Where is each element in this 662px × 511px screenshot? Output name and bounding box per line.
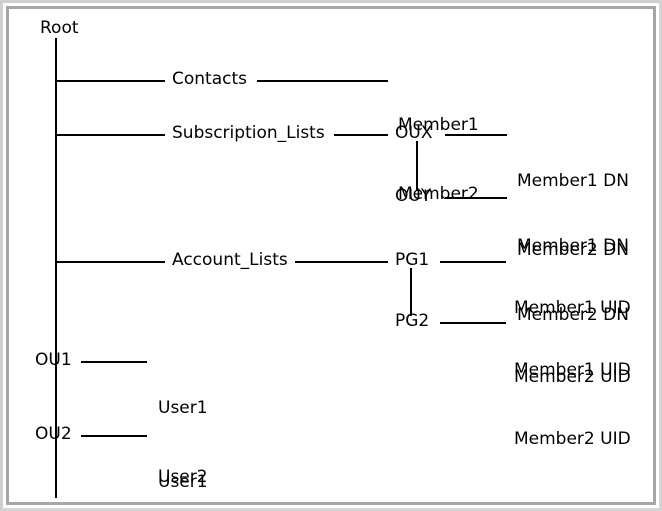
connector-root-to-contacts	[55, 80, 165, 82]
connector-pg1-to-members	[440, 261, 506, 263]
leaf-item: User1	[158, 472, 208, 492]
leaves-contacts: Member1 Member2	[398, 68, 479, 252]
node-contacts[interactable]: Contacts	[172, 69, 247, 89]
connector-ou1-to-users	[81, 361, 147, 363]
connector-root-to-account-lists	[55, 261, 165, 263]
connector-root-to-subscription-lists	[55, 134, 165, 136]
leaf-item: Member2 DN	[517, 240, 629, 260]
connector-subscription-lists-to-oux	[334, 134, 388, 136]
connector-account-lists-to-pg1	[295, 261, 388, 263]
node-pg1[interactable]: PG1	[395, 250, 430, 270]
leaves-pg2: Member1 UID Member2 UID	[514, 313, 631, 497]
root-trunk-line	[55, 38, 57, 498]
node-oux[interactable]: OUX	[395, 123, 433, 143]
node-root[interactable]: Root	[40, 18, 79, 38]
leaf-item: User2	[158, 467, 208, 487]
connector-pg1-to-pg2	[410, 268, 412, 316]
connector-oux-to-members	[445, 134, 507, 136]
node-account-lists[interactable]: Account_Lists	[172, 250, 288, 270]
node-ou1[interactable]: OU1	[35, 350, 72, 370]
leaf-item: Member1 DN	[517, 171, 629, 191]
leaves-oux: Member1 DN Member2 DN	[517, 124, 629, 308]
leaves-ouy: Member1 DN Member2 DN	[517, 189, 629, 373]
leaf-item: User1	[158, 398, 208, 418]
tree-diagram-canvas: Root Contacts Subscription_Lists OUX OUY…	[3, 3, 659, 508]
connector-ou2-to-users	[81, 435, 147, 437]
leaf-item: Member1	[398, 115, 479, 135]
connector-ouy-to-members	[445, 197, 507, 199]
diagram-window-inner-bevel	[6, 6, 656, 505]
connector-oux-to-ouy	[416, 141, 418, 191]
leaf-item: Member1 UID	[514, 360, 631, 380]
leaves-pg1: Member1 UID Member2 UID	[514, 251, 631, 435]
node-pg2[interactable]: PG2	[395, 311, 430, 331]
leaf-item: Member1 DN	[517, 236, 629, 256]
node-ou2[interactable]: OU2	[35, 424, 72, 444]
leaf-item: Member2 UID	[514, 429, 631, 449]
leaf-item: Member1 UID	[514, 298, 631, 318]
leaf-item: Member2	[398, 184, 479, 204]
node-ouy[interactable]: OUY	[395, 186, 432, 206]
leaves-ou1: User1 User2	[158, 351, 208, 508]
leaf-item: Member2 UID	[514, 367, 631, 387]
leaves-ou2: User1 User2	[158, 425, 208, 508]
node-subscription-lists[interactable]: Subscription_Lists	[172, 123, 325, 143]
leaf-item: Member2 DN	[517, 305, 629, 325]
connector-pg2-to-members	[440, 322, 506, 324]
connector-contacts-to-members	[257, 80, 388, 82]
